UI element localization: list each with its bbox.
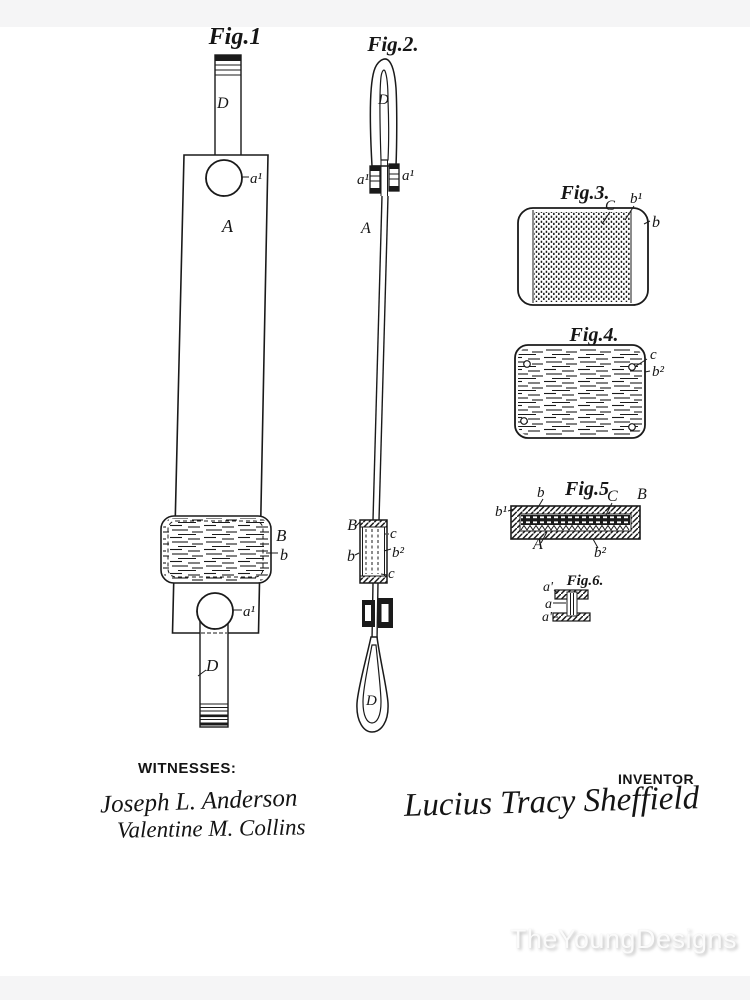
fig5-plate-b2-leader	[592, 538, 599, 549]
fig6-title: Fig.6.	[566, 573, 604, 589]
fig2-block-leader	[355, 521, 361, 527]
bottom-margin-band	[0, 976, 750, 1000]
witnesses-heading: WITNESSES:	[138, 760, 237, 777]
fig6-flange-top-label: a'	[543, 580, 554, 595]
fig3-plate-b1-label: b¹	[630, 191, 643, 207]
fig5-edge-b-leader	[536, 498, 544, 510]
fig5-board-a-leader	[540, 531, 548, 544]
fig5-cover-leader	[605, 502, 613, 516]
fig1-strap-bottom-leader	[197, 669, 207, 677]
fig4-plate-b2-leader	[644, 370, 651, 373]
fig2-screw-bottom-leader	[380, 573, 388, 576]
fig3-title: Fig.3.	[560, 182, 610, 204]
figure-3: Fig.3. C b¹ b	[517, 182, 660, 306]
fig2-title: Fig.2.	[366, 32, 418, 56]
figure-2: Fig.2. D a¹ a¹	[347, 32, 419, 733]
fig5-block-label: B	[637, 486, 647, 503]
fig1-rivet-top	[205, 159, 249, 197]
fig4-title: Fig.4.	[569, 324, 619, 346]
fig5-section	[510, 505, 641, 540]
fig3-edge-b-label: b	[652, 214, 660, 231]
fig2-loop-top-label: D	[377, 92, 389, 108]
fig2-loop-bottom	[356, 636, 389, 733]
fig5-edge-b-label: b	[537, 485, 545, 501]
fig2-clip-right-label: a¹	[402, 168, 415, 184]
witness-signature-2: Valentine M. Collins	[116, 814, 306, 843]
fig5-board-a-label: A	[532, 536, 543, 553]
fig5-plate-b1-leader	[507, 508, 515, 512]
fig2-plate-b2-label: b²	[392, 545, 405, 561]
fig2-block-edge-label: b	[347, 548, 355, 565]
inventor-signature: Lucius Tracy Sheffield	[403, 780, 700, 824]
fig2-strip-label: A	[360, 220, 371, 237]
fig6-flange-bottom-label: a'	[542, 610, 553, 625]
fig1-rivet-top-label: a¹	[250, 171, 263, 187]
fig4-screw-c-leader	[635, 358, 648, 367]
fig4-plate	[514, 344, 646, 439]
fig1-pad	[160, 515, 272, 584]
fig1-pad-label: B	[276, 526, 287, 545]
fig2-lower-clip	[362, 582, 393, 641]
figure-6: Fig.6. a' a a'	[542, 573, 603, 625]
fig2-block	[359, 519, 388, 584]
fig2-strip	[372, 195, 389, 521]
fig2-screw-top-label: c	[390, 526, 397, 542]
fig1-pad-edge-label: b	[280, 547, 288, 564]
fig1-title: Fig.1	[208, 24, 262, 50]
fig5-title: Fig.5	[564, 478, 609, 500]
fig1-strap-top-label: D	[216, 95, 229, 112]
fig3-cover-leader	[601, 211, 611, 225]
fig5-cover-label: C	[607, 488, 618, 505]
fig6-ibeam	[552, 589, 591, 622]
fig4-screw-c-label: c	[650, 347, 657, 363]
fig5-plate-b1-label: b¹	[495, 504, 508, 520]
fig2-top-clip	[369, 160, 400, 196]
figure-4: Fig.4. c b²	[514, 324, 665, 439]
fig2-screw-bottom-label: c	[388, 566, 395, 582]
fig5-plate-b2-label: b²	[594, 545, 607, 561]
fig2-block-label: B	[347, 517, 357, 534]
fig2-plate-b2-leader	[383, 548, 392, 552]
fig3-plate-b1-leader	[624, 205, 635, 221]
fig6-flange-top-leader	[553, 589, 559, 594]
figure-5: Fig.5 b C B b¹ A b²	[495, 478, 647, 561]
fig3-plate	[517, 207, 649, 306]
inventor-heading: INVENTOR	[618, 771, 695, 787]
fig2-clip-left-label: a¹	[357, 172, 370, 188]
fig1-strap-bottom-label: D	[205, 656, 219, 675]
fig1-rivet-bottom	[196, 592, 242, 630]
fig2-loop-bottom-label: D	[365, 693, 377, 709]
top-margin-band	[0, 0, 750, 27]
fig3-cover-label: C	[605, 198, 616, 214]
watermark-text: TheYoungDesigns	[509, 924, 737, 954]
fig1-rivet-bottom-label: a¹	[243, 604, 256, 620]
fig6-web-label: a	[545, 597, 552, 612]
fig3-edge-b-leader	[643, 220, 651, 225]
fig1-board-label: A	[221, 216, 234, 236]
fig4-plate-b2-label: b²	[652, 364, 665, 380]
figure-1: Fig.1 D A a¹ B	[160, 24, 288, 728]
fig2-block-edge-leader	[354, 552, 360, 556]
fig2-loop-top	[369, 58, 398, 167]
